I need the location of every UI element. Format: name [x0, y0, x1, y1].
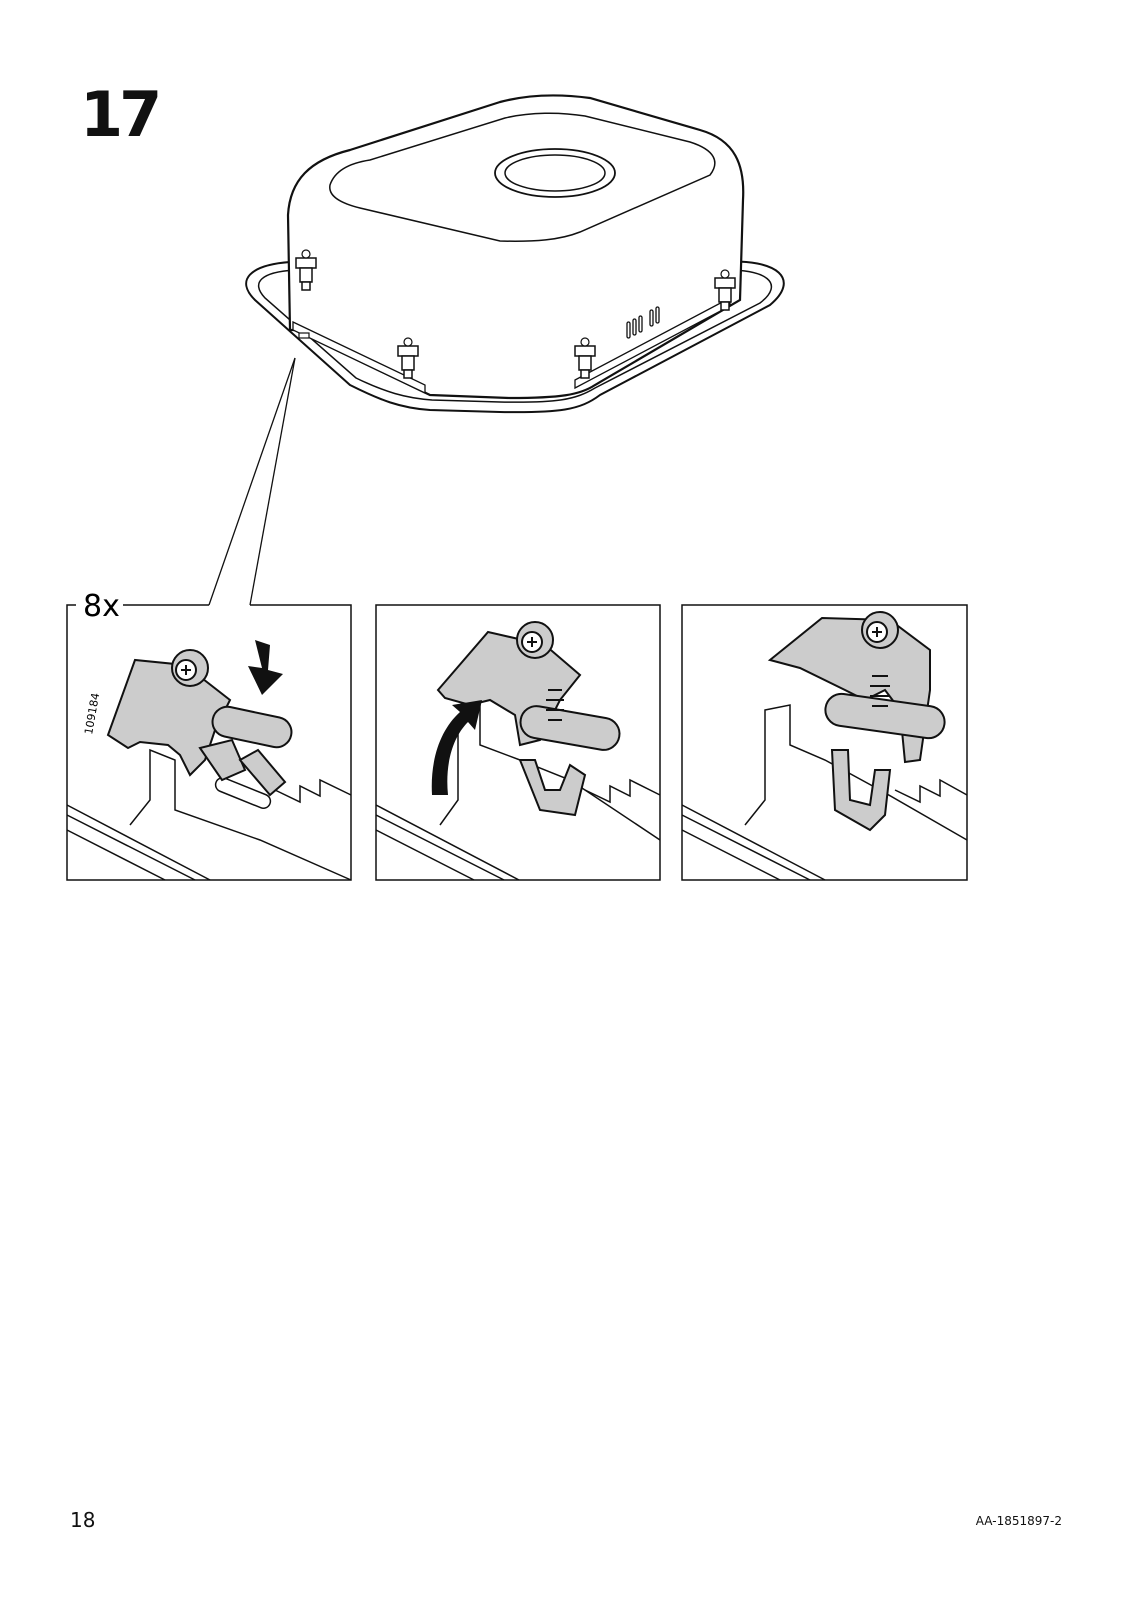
detail-panel-1: 8x 109184	[67, 589, 351, 880]
detail-panel-2	[376, 605, 660, 880]
down-arrow-icon	[248, 640, 283, 695]
rotate-arrow-icon	[432, 700, 482, 795]
detail-panel-3	[682, 605, 967, 880]
part-number: 109184	[82, 692, 102, 736]
page-number: 18	[70, 1508, 95, 1532]
sink-bowl-icon	[246, 95, 784, 412]
document-code: AA-1851897-2	[976, 1514, 1062, 1528]
quantity-label: 8x	[83, 589, 120, 624]
